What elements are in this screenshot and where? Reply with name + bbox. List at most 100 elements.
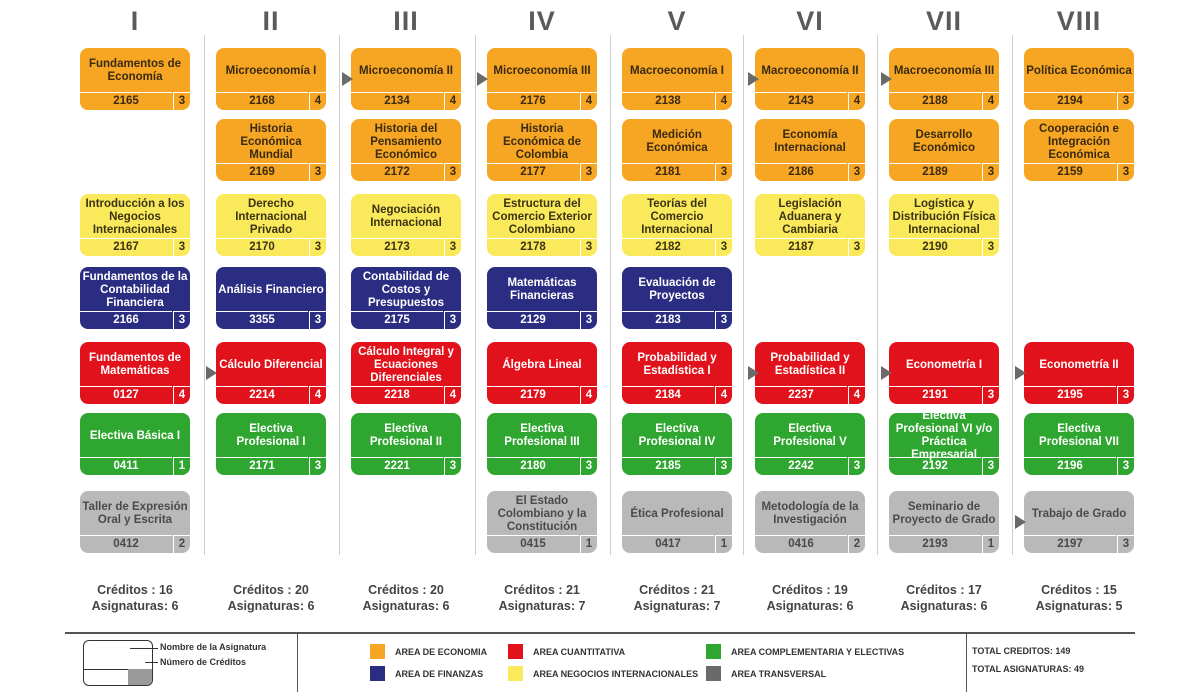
column-divider bbox=[204, 35, 205, 555]
course-credits: 3 bbox=[1117, 457, 1134, 475]
course-code: 2171 bbox=[216, 457, 308, 475]
legend-swatch bbox=[508, 644, 523, 659]
course-card[interactable]: Estructura del Comercio Exterior Colombi… bbox=[487, 194, 597, 256]
course-credits: 3 bbox=[1117, 92, 1134, 110]
course-credits: 4 bbox=[173, 386, 190, 404]
legend-swatch bbox=[508, 666, 523, 681]
course-name: Historia Económica de Colombia bbox=[503, 122, 581, 161]
course-name: Electiva Profesional III bbox=[504, 423, 580, 448]
prerequisite-arrow-icon bbox=[881, 366, 892, 380]
course-card[interactable]: Electiva Profesional VI y/o Práctica Emp… bbox=[889, 413, 999, 475]
total-asignaturas: TOTAL ASIGNATURAS: 49 bbox=[972, 664, 1085, 674]
course-card[interactable]: Introducción a los Negocios Internaciona… bbox=[80, 194, 190, 256]
course-credits: 3 bbox=[580, 457, 597, 475]
semester-credits: Créditos : 21 bbox=[504, 583, 580, 597]
course-name: Probabilidad y Estadística II bbox=[770, 352, 850, 377]
course-card[interactable]: Cálculo Integral y Ecuaciones Diferencia… bbox=[351, 342, 461, 404]
course-name: Econometría I bbox=[905, 358, 983, 371]
course-name: Seminario de Proyecto de Grado bbox=[892, 501, 996, 526]
course-code: 2197 bbox=[1024, 535, 1116, 553]
course-card[interactable]: Fundamentos de la Contabilidad Financier… bbox=[80, 267, 190, 329]
course-credits: 3 bbox=[1117, 535, 1134, 553]
semester-credits: Créditos : 20 bbox=[368, 583, 444, 597]
course-name: Introducción a los Negocios Internaciona… bbox=[85, 197, 185, 236]
course-name: Negociación Internacional bbox=[370, 204, 442, 229]
course-name: Fundamentos de Economía bbox=[88, 58, 181, 83]
legend-area-label: AREA TRANSVERSAL bbox=[731, 668, 827, 679]
course-code: 2194 bbox=[1024, 92, 1116, 110]
course-code: 2173 bbox=[351, 238, 443, 256]
legend-area-label: AREA DE FINANZAS bbox=[395, 668, 484, 679]
prerequisite-arrow-icon bbox=[748, 72, 759, 86]
semester-subjects: Asignaturas: 6 bbox=[362, 599, 450, 613]
course-code: 2189 bbox=[889, 163, 981, 181]
course-name: Economía Internacional bbox=[774, 129, 846, 154]
course-card[interactable]: Logística y Distribución Física Internac… bbox=[889, 194, 999, 256]
legend-area-label: AREA CUANTITATIVA bbox=[533, 646, 626, 657]
semester-credits: Créditos : 19 bbox=[772, 583, 848, 597]
course-code: 2186 bbox=[755, 163, 847, 181]
course-code: 2143 bbox=[755, 92, 847, 110]
semester-heading-2: II bbox=[262, 6, 280, 36]
course-credits: 3 bbox=[848, 163, 865, 181]
course-credits: 3 bbox=[848, 238, 865, 256]
column-divider bbox=[610, 35, 611, 555]
course-code: 0127 bbox=[80, 386, 172, 404]
course-name: Cálculo Diferencial bbox=[219, 358, 323, 371]
course-credits: 3 bbox=[1117, 163, 1134, 181]
course-name: Electiva Profesional V bbox=[773, 423, 847, 448]
course-name: Teorías del Comercio Internacional bbox=[641, 197, 713, 236]
course-name: Macroeconomía I bbox=[630, 64, 724, 77]
legend-key-arrow-1 bbox=[130, 648, 158, 649]
legend-area-item: AREA CUANTITATIVA bbox=[508, 644, 625, 659]
semester-heading-8: VIII bbox=[1056, 6, 1102, 36]
course-code: 2187 bbox=[755, 238, 847, 256]
